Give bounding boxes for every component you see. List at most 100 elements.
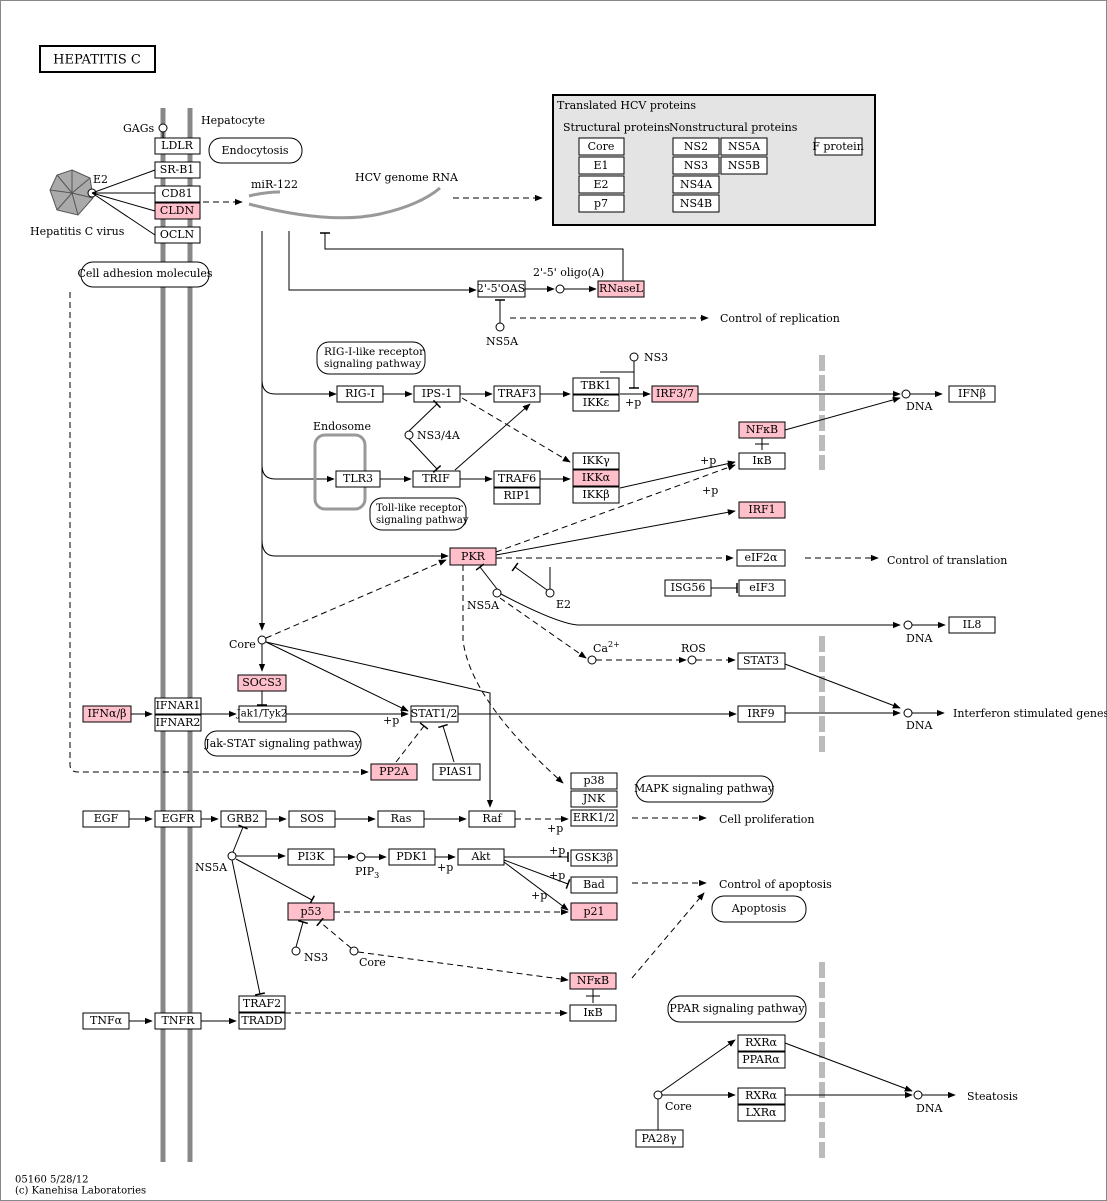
gene-rnasel[interactable]: RNaseL bbox=[597, 280, 645, 298]
ns5a-grb-node[interactable] bbox=[227, 851, 237, 861]
gene-p21[interactable]: p21 bbox=[570, 902, 618, 921]
gene-eif2a[interactable]: eIF2α bbox=[736, 549, 786, 567]
panel-box-p7[interactable]: p7 bbox=[578, 194, 625, 213]
core-p53-node[interactable] bbox=[349, 946, 359, 956]
gene-egf[interactable]: EGF bbox=[82, 810, 130, 828]
pathway-mapk[interactable]: MAPK signaling pathway bbox=[634, 775, 775, 803]
ca-node[interactable] bbox=[587, 655, 597, 665]
core-main-node[interactable] bbox=[257, 635, 267, 645]
pip3-node[interactable] bbox=[356, 852, 366, 862]
panel-box-ns5b[interactable]: NS5B bbox=[720, 156, 768, 175]
gene-ips1[interactable]: IPS-1 bbox=[413, 385, 461, 403]
gene-sos[interactable]: SOS bbox=[288, 810, 336, 828]
pathway-cell-adhesion[interactable]: Cell adhesion molecules bbox=[77, 261, 213, 288]
ns3-p53-node[interactable] bbox=[291, 946, 301, 956]
pathway-endocytosis[interactable]: Endocytosis bbox=[208, 137, 303, 164]
pathway-ppar[interactable]: PPAR signaling pathway bbox=[667, 995, 807, 1023]
gene-pi3k[interactable]: PI3K bbox=[287, 848, 335, 866]
gene-tnfr[interactable]: TNFR bbox=[154, 1012, 202, 1030]
panel-box-ns3[interactable]: NS3 bbox=[672, 156, 720, 175]
gene-bad[interactable]: Bad bbox=[570, 876, 618, 894]
gene-ikb2[interactable]: IκB bbox=[569, 1004, 617, 1022]
pathway-jak-stat[interactable]: Jak-STAT signaling pathway bbox=[204, 730, 362, 757]
gene-irf9[interactable]: IRF9 bbox=[737, 705, 786, 723]
ns5a-pkr-node[interactable] bbox=[492, 588, 502, 598]
gene-jak1[interactable]: Jak1/Tyk2 bbox=[236, 705, 288, 723]
gene-ifnar1[interactable]: IFNAR1 bbox=[154, 697, 202, 715]
panel-box-core[interactable]: Core bbox=[578, 137, 625, 156]
gene-ppara[interactable]: PPARα bbox=[737, 1051, 786, 1069]
e2-pkr-node[interactable] bbox=[545, 588, 555, 598]
gene-pdk1[interactable]: PDK1 bbox=[388, 848, 436, 866]
gene-stat12[interactable]: STAT1/2 bbox=[410, 705, 459, 723]
gene-ocln[interactable]: OCLN bbox=[154, 226, 201, 244]
gene-ikkg[interactable]: IKKγ bbox=[572, 452, 620, 470]
gene-traf6[interactable]: TRAF6 bbox=[493, 470, 541, 488]
gene-cldn[interactable]: CLDN bbox=[154, 202, 201, 220]
gene-isg56[interactable]: ISG56 bbox=[664, 579, 712, 597]
gene-ifnb[interactable]: IFNβ bbox=[948, 385, 996, 403]
gene-tlr3[interactable]: TLR3 bbox=[335, 470, 381, 488]
panel-box-ns2[interactable]: NS2 bbox=[672, 137, 720, 156]
panel-box-ns4b[interactable]: NS4B bbox=[672, 194, 720, 213]
gene-ikke[interactable]: IKKε bbox=[572, 394, 620, 412]
gags-node[interactable] bbox=[158, 123, 168, 133]
gene-ldlr[interactable]: LDLR bbox=[154, 137, 201, 155]
gene-jnk[interactable]: JNK bbox=[570, 790, 618, 808]
gene-nfkb1[interactable]: NFκB bbox=[738, 421, 786, 439]
gene-oas[interactable]: 2'-5'OAS bbox=[477, 280, 526, 298]
gene-raf[interactable]: Raf bbox=[468, 810, 516, 828]
ns5a-oas-node[interactable] bbox=[495, 322, 505, 332]
gene-irf37[interactable]: IRF3/7 bbox=[651, 385, 699, 403]
panel-box-e2[interactable]: E2 bbox=[578, 175, 625, 194]
gene-tbk1[interactable]: TBK1 bbox=[572, 377, 620, 395]
gene-akt[interactable]: Akt bbox=[457, 848, 505, 866]
gene-traf3[interactable]: TRAF3 bbox=[493, 385, 541, 403]
panel-box-f-protein[interactable]: F protein bbox=[812, 137, 864, 156]
core-ppar-node[interactable] bbox=[653, 1090, 663, 1100]
gene-ras[interactable]: Ras bbox=[377, 810, 425, 828]
gene-cd81[interactable]: CD81 bbox=[154, 185, 201, 203]
gene-p38[interactable]: p38 bbox=[570, 772, 618, 790]
gene-pias1[interactable]: PIAS1 bbox=[432, 763, 481, 781]
panel-box-ns5a[interactable]: NS5A bbox=[720, 137, 768, 156]
gene-srb1[interactable]: SR-B1 bbox=[154, 161, 201, 179]
gene-ikkb[interactable]: IKKβ bbox=[572, 486, 620, 504]
ns3-tbk-node[interactable] bbox=[629, 352, 639, 362]
gene-rxra2[interactable]: RXRα bbox=[737, 1087, 786, 1105]
gene-irf1[interactable]: IRF1 bbox=[738, 501, 786, 519]
gene-rxra1[interactable]: RXRα bbox=[737, 1034, 786, 1052]
ros-node[interactable] bbox=[687, 655, 697, 665]
gene-p53[interactable]: p53 bbox=[287, 902, 335, 921]
gene-erk[interactable]: ERK1/2 bbox=[570, 809, 618, 827]
dna3-node[interactable] bbox=[903, 708, 913, 718]
dna4-node[interactable] bbox=[913, 1090, 923, 1100]
pathway-apoptosis[interactable]: Apoptosis bbox=[711, 895, 807, 923]
gene-pp2a[interactable]: PP2A bbox=[370, 763, 418, 781]
gene-traf2[interactable]: TRAF2 bbox=[238, 995, 286, 1013]
dna2-node[interactable] bbox=[903, 620, 913, 630]
oligo-node[interactable] bbox=[555, 284, 565, 294]
gene-stat3[interactable]: STAT3 bbox=[737, 652, 786, 670]
gene-gsk3b[interactable]: GSK3β bbox=[570, 849, 618, 867]
gene-ikka[interactable]: IKKα bbox=[572, 469, 620, 487]
gene-tnfa[interactable]: TNFα bbox=[82, 1012, 130, 1030]
gene-socs3[interactable]: SOCS3 bbox=[237, 674, 287, 692]
gene-ikb1[interactable]: IκB bbox=[738, 452, 786, 470]
gene-nfkb2[interactable]: NFκB bbox=[569, 972, 617, 990]
gene-eif3[interactable]: eIF3 bbox=[738, 579, 786, 597]
gene-ifnar2[interactable]: IFNAR2 bbox=[154, 714, 202, 732]
gene-pkr[interactable]: PKR bbox=[449, 547, 497, 566]
gene-rip1[interactable]: RIP1 bbox=[493, 487, 541, 505]
panel-box-ns4a[interactable]: NS4A bbox=[672, 175, 720, 194]
panel-box-e1[interactable]: E1 bbox=[578, 156, 625, 175]
gene-egfr[interactable]: EGFR bbox=[154, 810, 202, 828]
ns34a-node[interactable] bbox=[404, 430, 414, 440]
gene-il8[interactable]: IL8 bbox=[948, 616, 996, 634]
gene-ifnab[interactable]: IFNα/β bbox=[82, 705, 132, 723]
gene-trif[interactable]: TRIF bbox=[412, 470, 461, 488]
gene-grb2[interactable]: GRB2 bbox=[220, 810, 267, 828]
gene-tradd[interactable]: TRADD bbox=[238, 1012, 286, 1030]
